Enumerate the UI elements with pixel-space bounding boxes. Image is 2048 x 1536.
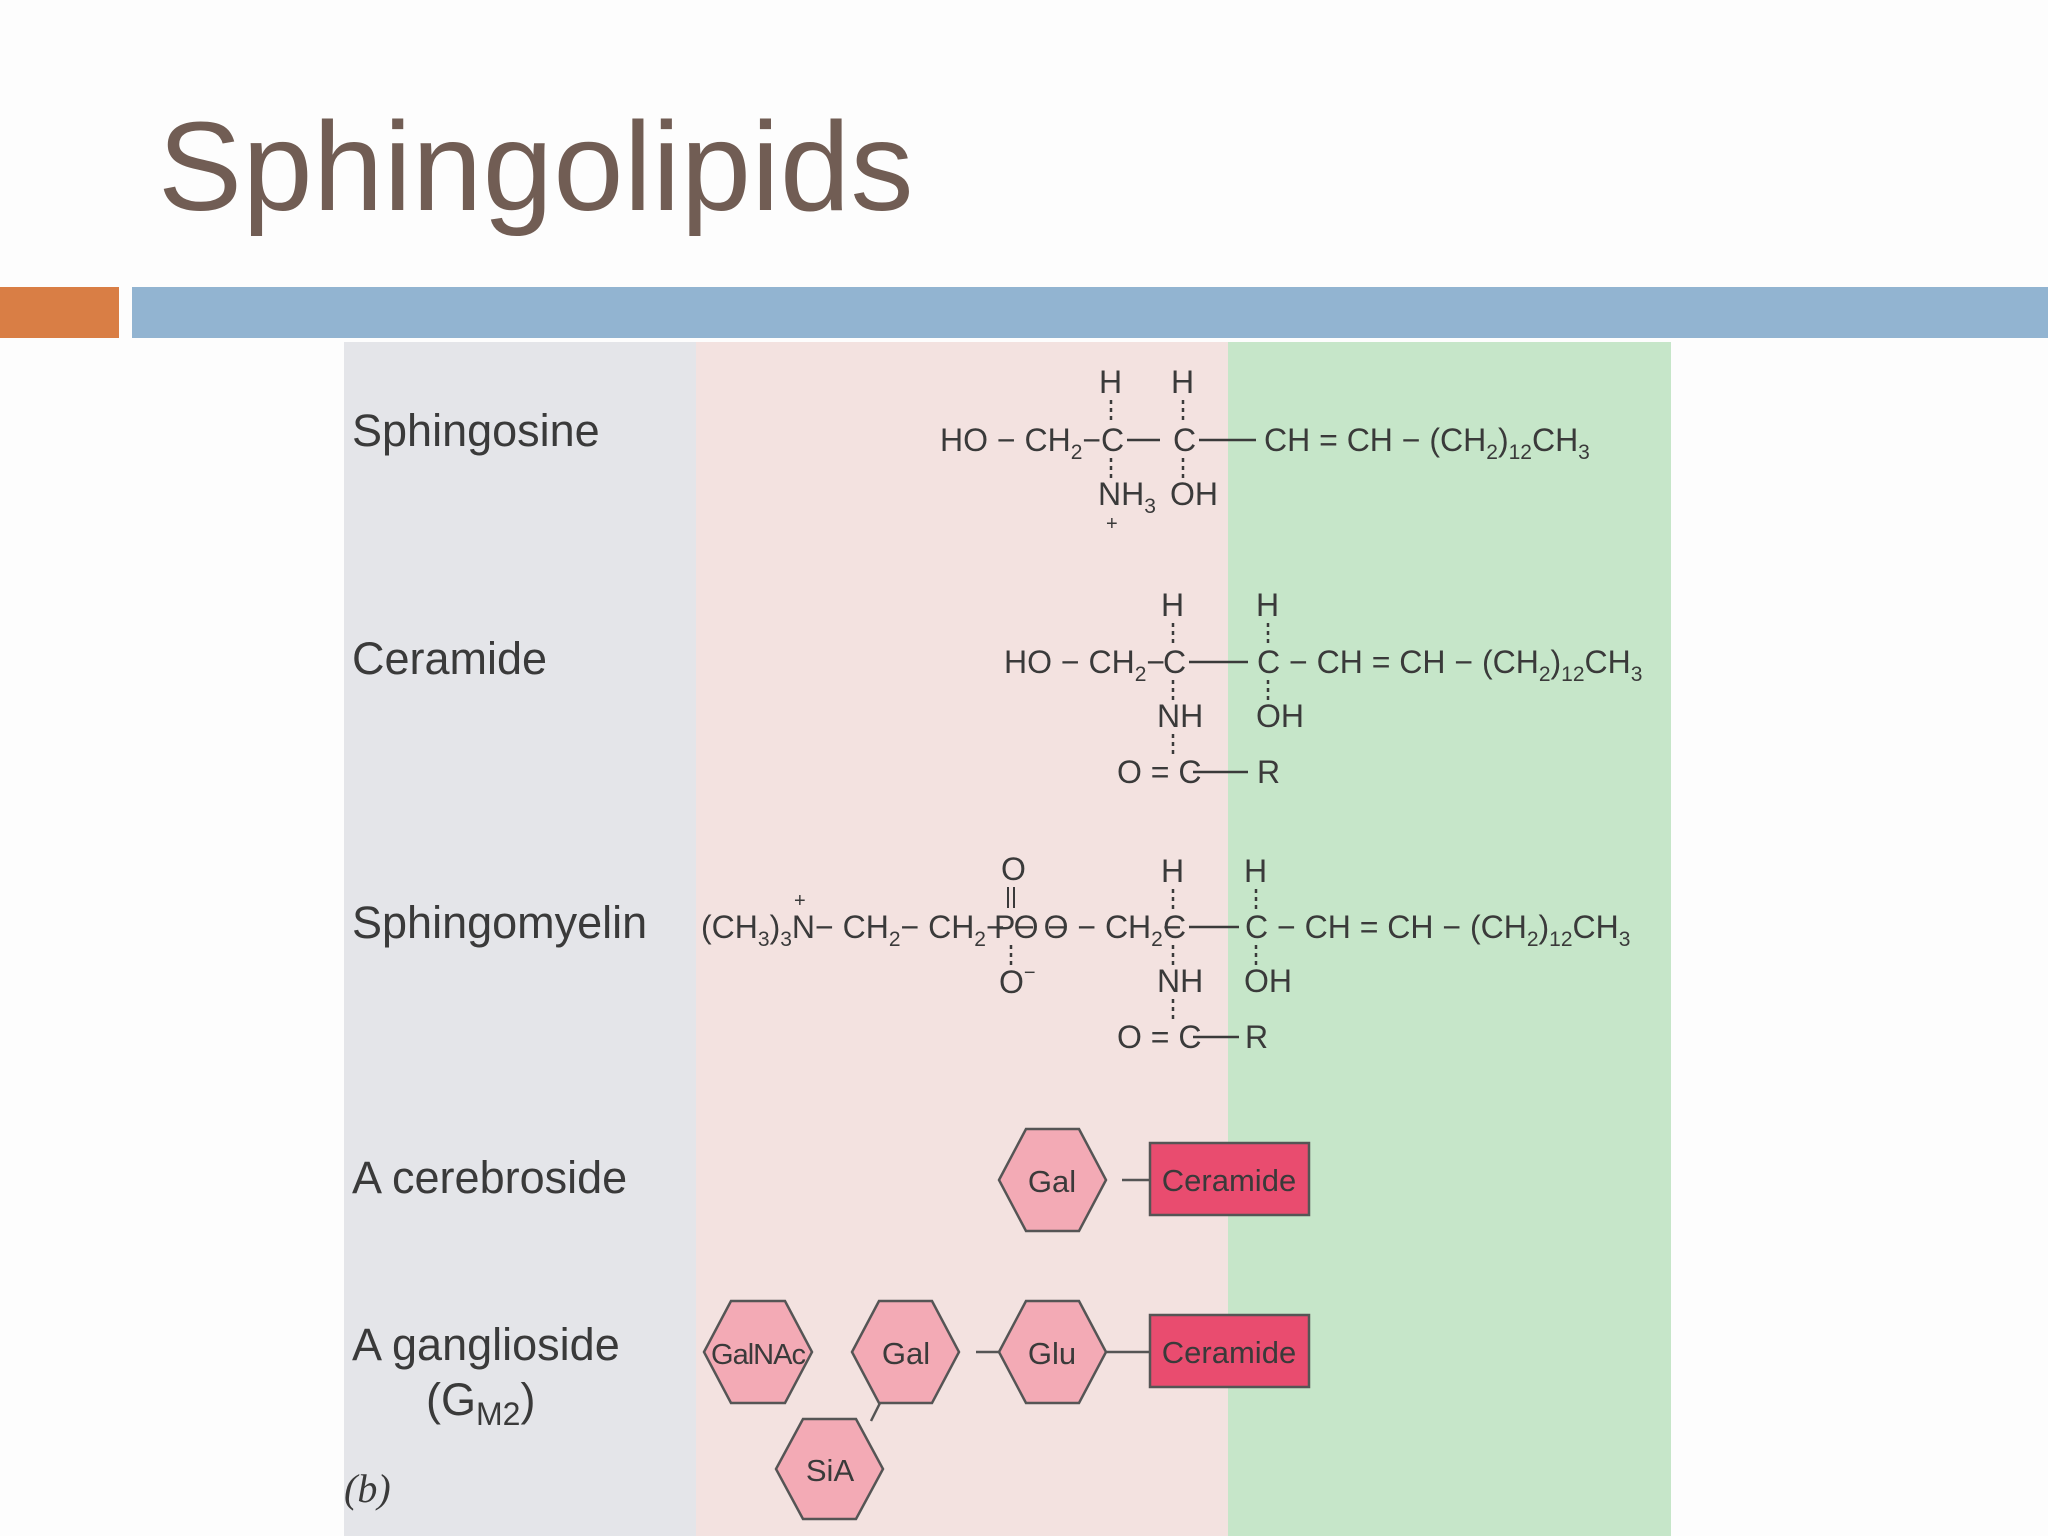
sphingomyelin-o-top: O [1001,851,1026,887]
sphingosine-plus: + [1106,513,1118,535]
ceramide-box-2 [1148,1313,1311,1389]
ceramide-nh: NH [1157,698,1203,734]
region-left [344,342,696,1536]
sphingomyelin-r: R [1245,1019,1268,1055]
sphingomyelin-o-minus: O− [999,962,1036,1000]
row-label-sphingosine: Sphingosine [352,405,600,456]
row-label-ganglioside-sub: (GM2) [426,1374,535,1432]
ceramide-box-label: Ceramide [1162,1163,1296,1198]
sphingomyelin-oh: OH [1244,963,1292,999]
row-label-ganglioside: A ganglioside [352,1319,620,1370]
sphingomyelin-carbonyl: O = C [1117,1019,1201,1055]
cerebroside-structure: Gal Ceramide [997,1127,1311,1233]
sphingomyelin-head: (CH3)3N− CH2− CH2− O − [701,909,1066,951]
sphingosine-structure: HO − CH2− C C H H NH3 + OH CH = CH − (CH… [940,364,1590,535]
sugar-hexagon-galnac [702,1299,814,1405]
panel-label: (b) [344,1466,391,1511]
sphingomyelin-tail: C − CH = CH − (CH2)12CH3 [1245,909,1630,951]
sugar-hexagon-gal [997,1127,1108,1233]
ceramide-h2: H [1256,587,1279,623]
row-label-ceramide: Ceramide [352,633,547,684]
sugar-hexagon-gal2 [850,1299,961,1405]
sphingomyelin-p: P [994,909,1015,945]
sphingosine-head: HO − CH2− [940,422,1101,464]
sugar-label-gal2: Gal [882,1336,930,1371]
sphingolipid-figure: Sphingosine Ceramide Sphingomyelin A cer… [344,342,1671,1536]
sphingomyelin-h1: H [1161,853,1184,889]
slide-title: Sphingolipids [158,96,915,237]
sugar-hexagon-glu [997,1299,1108,1405]
sugar-label-gal: Gal [1028,1164,1076,1199]
sphingosine-oh: OH [1170,476,1218,512]
sphingosine-h2: H [1171,364,1194,400]
sugar-hexagon-sia [774,1417,885,1521]
ceramide-r: R [1257,754,1280,790]
sugar-label-galnac: GalNAc [711,1339,805,1371]
accent-bar-orange [0,287,119,338]
row-label-sphingomyelin: Sphingomyelin [352,897,647,948]
sugar-label-sia: SiA [806,1453,855,1488]
sphingosine-h1: H [1099,364,1122,400]
ceramide-structure: HO − CH2− C H H NH OH C − CH = CH − (CH2… [1004,587,1642,790]
ceramide-tail: C − CH = CH − (CH2)12CH3 [1257,644,1642,686]
sphingomyelin-structure: (CH3)3N− CH2− CH2− O − + P O O− − O − CH… [701,851,1630,1055]
accent-bar-blue [132,287,2048,338]
ceramide-box [1148,1141,1311,1217]
sphingomyelin-c1: C [1163,909,1186,945]
ceramide-box-2-label: Ceramide [1162,1335,1296,1370]
ceramide-carbonyl: O = C [1117,754,1201,790]
sphingomyelin-after-p: − O − CH2− [1016,909,1182,951]
sphingosine-nh3: NH3 [1098,476,1156,518]
sphingomyelin-nh: NH [1157,963,1203,999]
ganglioside-structure: GalNAc Gal Glu SiA Ceramide [702,1299,1311,1521]
ceramide-c1: C [1163,644,1186,680]
sphingosine-c2: C [1173,422,1196,458]
ceramide-head: HO − CH2− [1004,644,1165,686]
row-label-cerebroside: A cerebroside [352,1152,627,1203]
ceramide-h1: H [1161,587,1184,623]
sphingomyelin-plus: + [794,890,806,912]
sphingomyelin-h2: H [1244,853,1267,889]
sphingosine-c1: C [1101,422,1124,458]
figure-svg: Sphingosine Ceramide Sphingomyelin A cer… [344,342,1671,1536]
sphingosine-tail: CH = CH − (CH2)12CH3 [1264,422,1590,464]
ceramide-oh: OH [1256,698,1304,734]
sugar-label-glu: Glu [1028,1336,1076,1371]
